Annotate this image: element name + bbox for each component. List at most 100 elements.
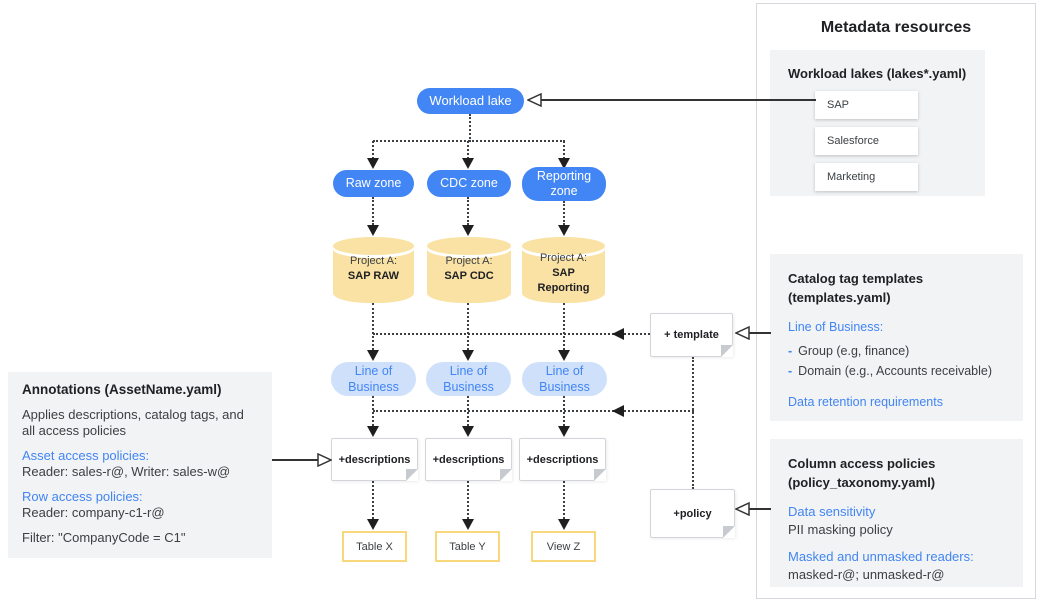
- lob-label: Line of Business: [539, 363, 590, 394]
- connector-template-row: [373, 333, 650, 335]
- project-name: SAP RAW: [347, 269, 400, 282]
- descriptions-note-3: +descriptions: [519, 438, 606, 481]
- open-arrowhead-policy: [735, 502, 750, 516]
- arrowhead-raw-zone: [367, 158, 379, 169]
- column-policies-section: Column access policies (policy_taxonomy.…: [770, 439, 1023, 587]
- policy-note: +policy: [650, 489, 735, 538]
- cylinder-sap-raw: Project A: SAP RAW: [333, 237, 414, 303]
- connector-desc-to-table-3: [563, 481, 565, 519]
- row-access-body: Reader: company-c1-r@: [22, 505, 165, 520]
- table-label: Table X: [356, 540, 393, 553]
- template-label: + template: [664, 329, 719, 341]
- bullet-text: Group (e.g, finance): [798, 344, 910, 358]
- descriptions-label: +descriptions: [432, 453, 505, 466]
- lake-card-sap: SAP: [815, 91, 918, 119]
- lob-label: Line of Business: [443, 363, 494, 394]
- data-sensitivity-body: PII masking policy: [788, 522, 893, 537]
- zone-label-reporting: Reporting zone: [536, 169, 592, 198]
- asset-access-heading: Asset access policies:: [22, 448, 150, 463]
- zone-pill-cdc: CDC zone: [427, 170, 511, 197]
- bullet-dash: -: [788, 344, 793, 358]
- descriptions-label: +descriptions: [526, 453, 599, 466]
- lob-heading: Line of Business:: [788, 320, 884, 334]
- connector-zone-to-cyl-2: [467, 197, 469, 225]
- cylinder-text: Project A: SAP CDC: [427, 254, 511, 284]
- arrowhead-reporting-zone: [558, 158, 570, 169]
- table-label: Table Y: [449, 540, 486, 553]
- annotations-description: Applies descriptions, catalog tags, and …: [22, 407, 244, 438]
- cylinder-top: [522, 237, 605, 255]
- connector-lake-down: [469, 114, 471, 142]
- connector-zone-to-cyl-3: [563, 201, 565, 225]
- arrowhead-template-left: [612, 328, 624, 340]
- connector-cyl-to-lob-1: [372, 303, 374, 350]
- connector-policy-row: [373, 410, 694, 412]
- arrowhead-cyl-2: [462, 225, 474, 236]
- open-arrowhead-template: [735, 326, 750, 340]
- project-name: SAP CDC: [444, 269, 494, 282]
- arrowhead-desc-1: [367, 426, 379, 437]
- readers-heading: Masked and unmasked readers:: [788, 549, 974, 564]
- connector-template-to-policy: [692, 357, 694, 489]
- connector-branch-top: [373, 140, 565, 142]
- folded-corner: [721, 345, 733, 357]
- line-annotations-to-desc: [272, 459, 318, 461]
- arrowhead-lob-3: [558, 350, 570, 361]
- row-access-heading: Row access policies:: [22, 489, 143, 504]
- policy-label: +policy: [673, 507, 712, 520]
- column-policies-title: Column access policies (policy_taxonomy.…: [788, 456, 936, 490]
- bullet-group: - Group (e.g, finance): [788, 341, 1005, 361]
- data-sensitivity-heading: Data sensitivity: [788, 504, 876, 519]
- line-column-to-policy: [749, 508, 771, 510]
- cylinder-body: [522, 250, 605, 303]
- arrowhead-lob-2: [462, 350, 474, 361]
- arrowhead-cdc-zone: [462, 158, 474, 169]
- lake-card-marketing: Marketing: [815, 163, 918, 191]
- connector-to-raw-zone: [372, 141, 374, 159]
- open-arrowhead-lake: [527, 93, 542, 107]
- cylinder-top: [333, 237, 414, 255]
- lake-card-salesforce: Salesforce: [815, 127, 918, 155]
- workload-lakes-title: Workload lakes (lakes*.yaml): [788, 66, 967, 81]
- descriptions-note-1: +descriptions: [331, 438, 418, 481]
- bullet-dash: -: [788, 364, 793, 378]
- connector-cyl-to-lob-2: [467, 303, 469, 350]
- folded-corner: [594, 469, 606, 481]
- arrowhead-policy-row-left: [612, 405, 624, 417]
- annotations-title: Annotations (AssetName.yaml): [22, 382, 222, 397]
- zone-pill-raw: Raw zone: [333, 170, 414, 197]
- workload-lake-pill: Workload lake: [417, 88, 524, 114]
- descriptions-label: +descriptions: [338, 453, 411, 466]
- lob-label: Line of Business: [348, 363, 399, 394]
- retention-heading: Data retention requirements: [788, 395, 943, 409]
- view-z-box: View Z: [531, 531, 596, 562]
- lake-card-label: Marketing: [827, 171, 876, 183]
- workload-lake-label: Workload lake: [429, 93, 512, 109]
- connector-cyl-to-lob-3: [563, 303, 565, 350]
- connector-desc-to-table-2: [467, 481, 469, 519]
- connector-to-cdc-zone: [467, 141, 469, 159]
- arrowhead-lob-1: [367, 350, 379, 361]
- project-prefix: Project A:: [349, 255, 398, 267]
- bullet-text: Domain (e.g., Accounts receivable): [798, 364, 993, 378]
- project-name: SAP Reporting: [537, 266, 590, 294]
- zone-label-cdc: CDC zone: [440, 176, 498, 190]
- arrowhead-table-3: [558, 519, 570, 530]
- open-arrowhead-descriptions: [317, 453, 332, 467]
- cylinder-sap-cdc: Project A: SAP CDC: [427, 237, 511, 303]
- arrowhead-table-2: [462, 519, 474, 530]
- connector-zone-to-cyl-1: [372, 197, 374, 225]
- table-x-box: Table X: [342, 531, 407, 562]
- cylinder-body: [427, 250, 511, 303]
- project-prefix: Project A:: [539, 252, 588, 264]
- folded-corner: [500, 469, 512, 481]
- asset-access-body: Reader: sales-r@, Writer: sales-w@: [22, 464, 231, 479]
- line-sap-to-lake: [540, 99, 816, 101]
- project-prefix: Project A:: [445, 255, 493, 267]
- arrowhead-desc-3: [558, 426, 570, 437]
- cylinder-sap-reporting: Project A: SAP Reporting: [522, 237, 605, 303]
- filter-text: Filter: "CompanyCode = C1": [22, 530, 186, 545]
- arrowhead-table-1: [367, 519, 379, 530]
- zone-label-raw: Raw zone: [345, 176, 402, 190]
